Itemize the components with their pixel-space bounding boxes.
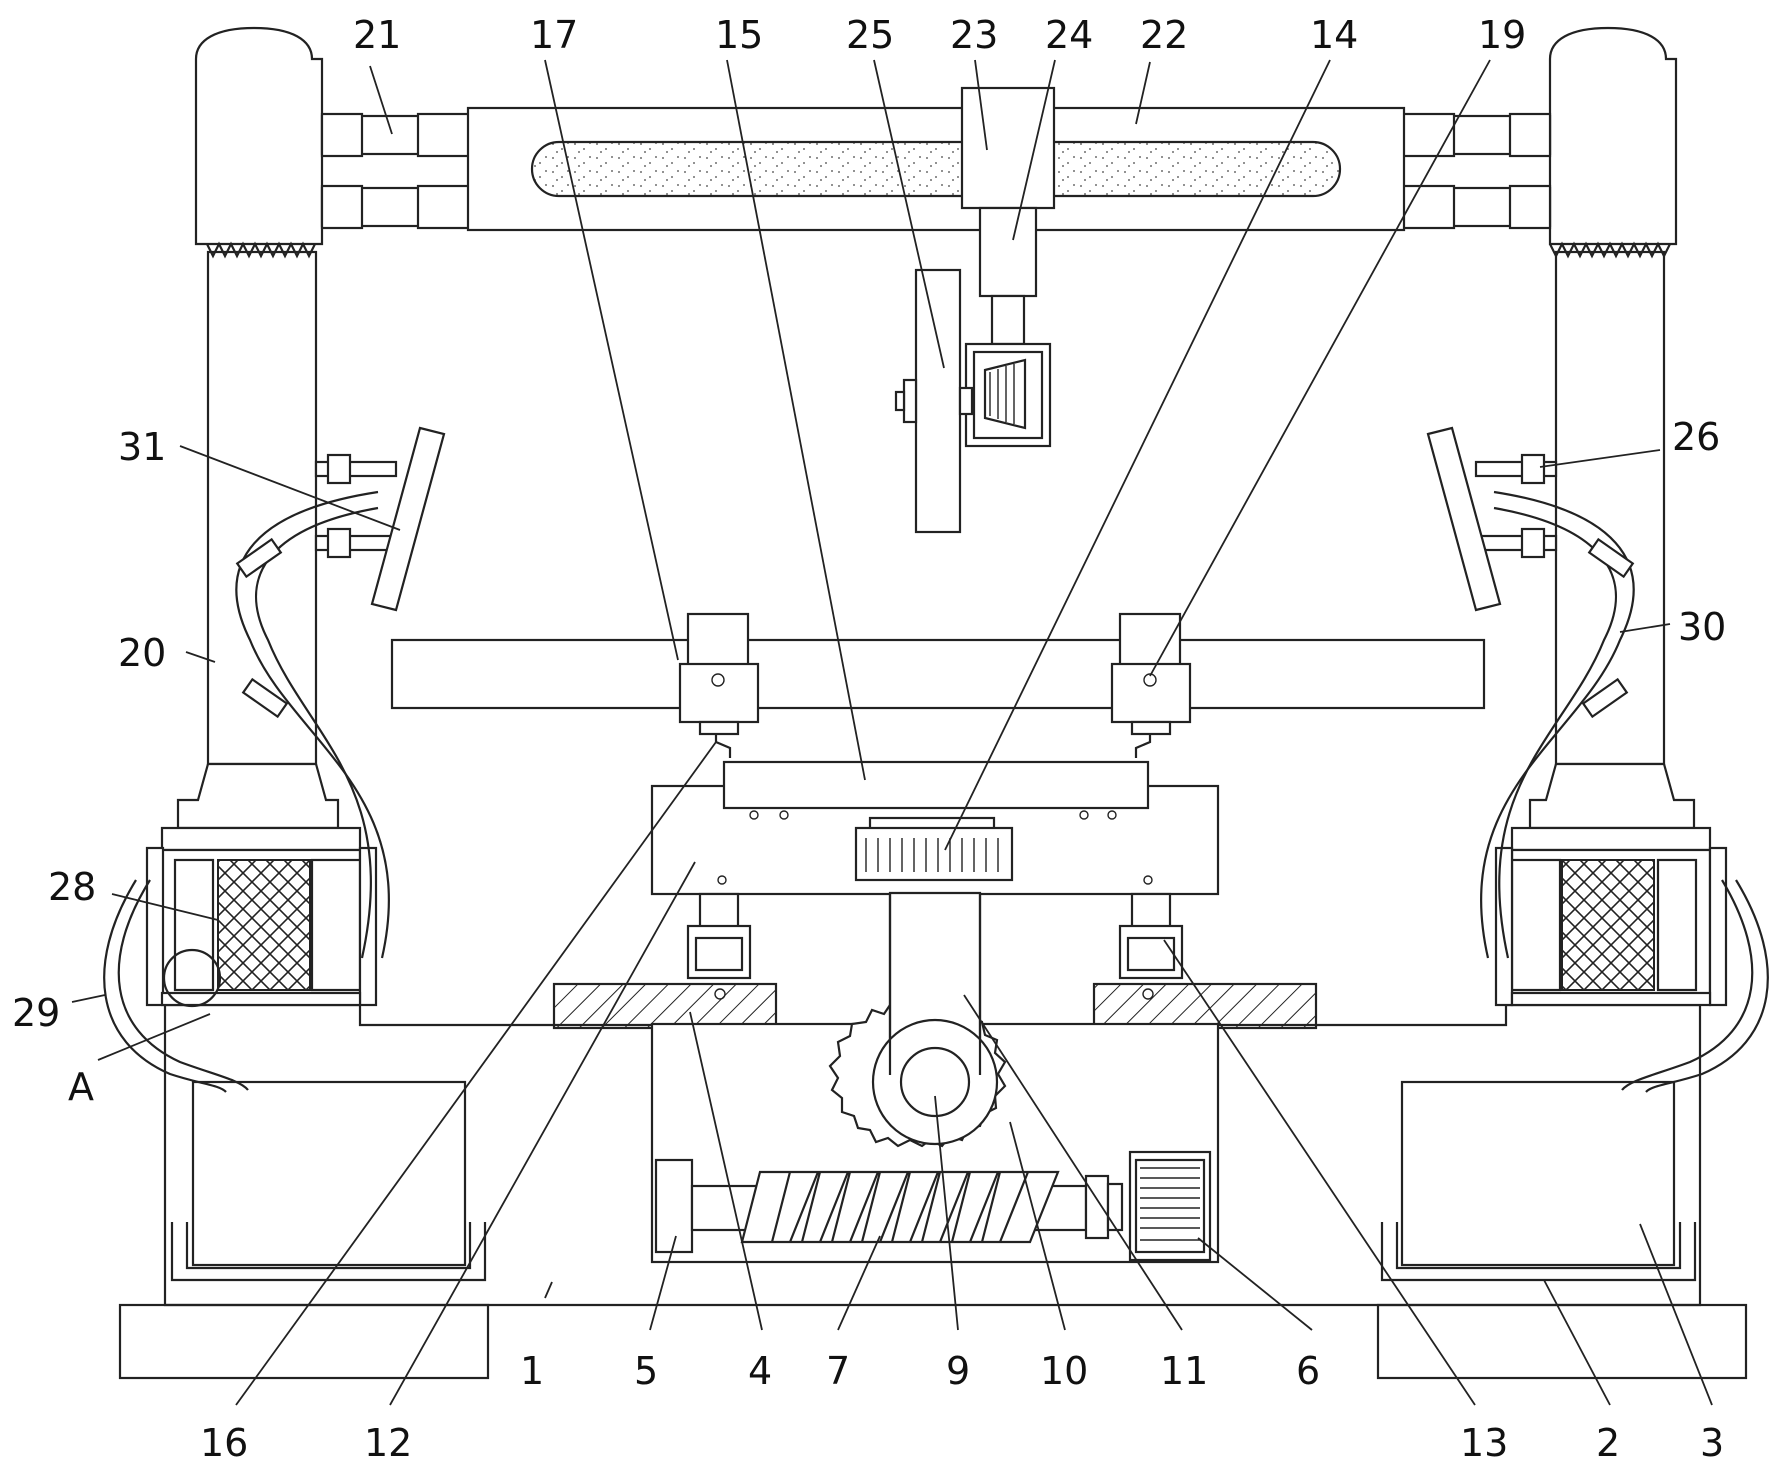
label-19: 19 [1478,13,1526,57]
label-31: 31 [118,425,166,469]
label-16: 16 [200,1421,248,1465]
label-3: 3 [1700,1421,1724,1465]
label-2: 2 [1596,1421,1620,1465]
label-10: 10 [1040,1349,1088,1393]
label-A: A [68,1065,94,1109]
label-30: 30 [1678,605,1726,649]
label-12: 12 [364,1421,412,1465]
label-11: 11 [1160,1349,1208,1393]
label-14: 14 [1310,13,1358,57]
label-26: 26 [1672,415,1720,459]
label-21: 21 [353,13,401,57]
label-13: 13 [1460,1421,1508,1465]
label-9: 9 [946,1349,970,1393]
label-17: 17 [530,13,578,57]
label-29: 29 [12,991,60,1035]
worm-wheel [830,893,1005,1146]
top-beam [322,108,1550,230]
right-box [1382,1082,1695,1280]
label-25: 25 [846,13,894,57]
label-24: 24 [1045,13,1093,57]
label-5: 5 [634,1349,658,1393]
label-22: 22 [1140,13,1188,57]
label-23: 23 [950,13,998,57]
label-15: 15 [715,13,763,57]
label-4: 4 [748,1349,772,1393]
label-6: 6 [1296,1349,1320,1393]
label-20: 20 [118,631,166,675]
guide-rail [392,614,1484,758]
platform [652,762,1218,894]
label-7: 7 [826,1349,850,1393]
label-28: 28 [48,865,96,909]
left-box [172,1082,485,1280]
label-1: 1 [520,1349,544,1393]
